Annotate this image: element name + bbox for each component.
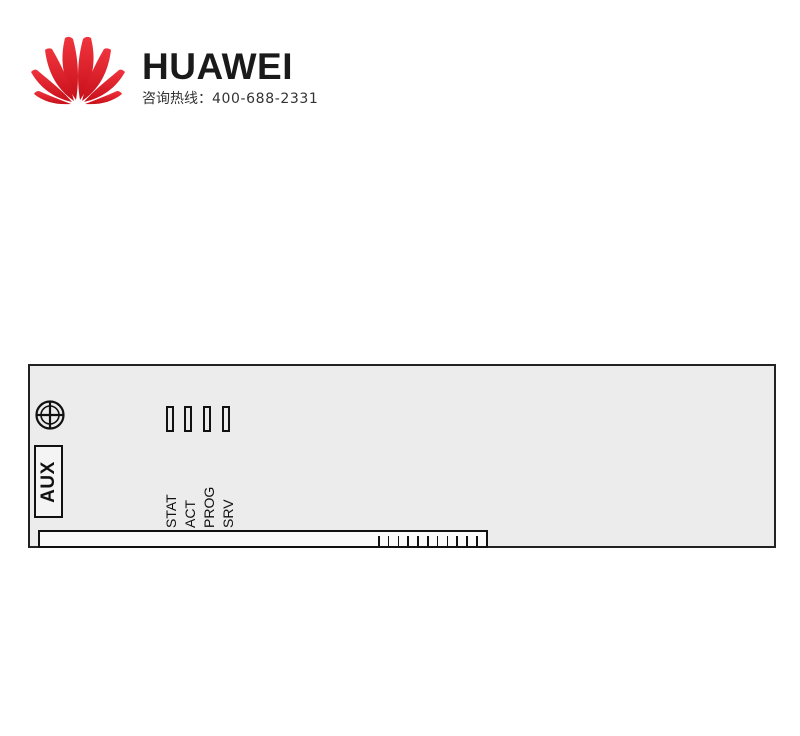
aux-port-label: AUX bbox=[37, 460, 59, 503]
connector-tick bbox=[466, 536, 468, 548]
hotline-number: 400-688-2331 bbox=[212, 91, 319, 107]
led-label-prog: PROG bbox=[201, 486, 217, 528]
captive-screw-icon bbox=[35, 400, 65, 430]
led-label-stat: STAT bbox=[163, 494, 179, 528]
led-srv bbox=[222, 406, 230, 432]
aux-port: AUX bbox=[34, 445, 63, 518]
led-prog bbox=[203, 406, 211, 432]
connector-tick bbox=[476, 536, 478, 548]
connector-tick bbox=[407, 536, 409, 548]
led-stat bbox=[166, 406, 174, 432]
connector-tick bbox=[417, 536, 419, 548]
led-act bbox=[184, 406, 192, 432]
connector-tick bbox=[456, 536, 458, 548]
board-front-panel: AUX STAT ACT PROG SRV bbox=[28, 364, 776, 548]
connector-tick bbox=[436, 536, 439, 548]
led-label-act: ACT bbox=[182, 500, 198, 528]
connector-tick bbox=[387, 536, 390, 548]
led-label-srv: SRV bbox=[220, 499, 236, 528]
connector-tick bbox=[446, 536, 449, 548]
connector-tick bbox=[378, 536, 380, 548]
board-connector-strip bbox=[38, 530, 488, 548]
connector-tick bbox=[397, 536, 400, 548]
brand-name: HUAWEI bbox=[142, 46, 293, 87]
brand-header: HUAWEI 咨询热线：400-688-2331 bbox=[28, 28, 348, 108]
hotline-text: 咨询热线：400-688-2331 bbox=[142, 88, 318, 108]
huawei-logo-icon bbox=[31, 36, 125, 105]
connector-tick bbox=[427, 536, 429, 548]
hotline-label: 咨询热线： bbox=[142, 91, 212, 107]
